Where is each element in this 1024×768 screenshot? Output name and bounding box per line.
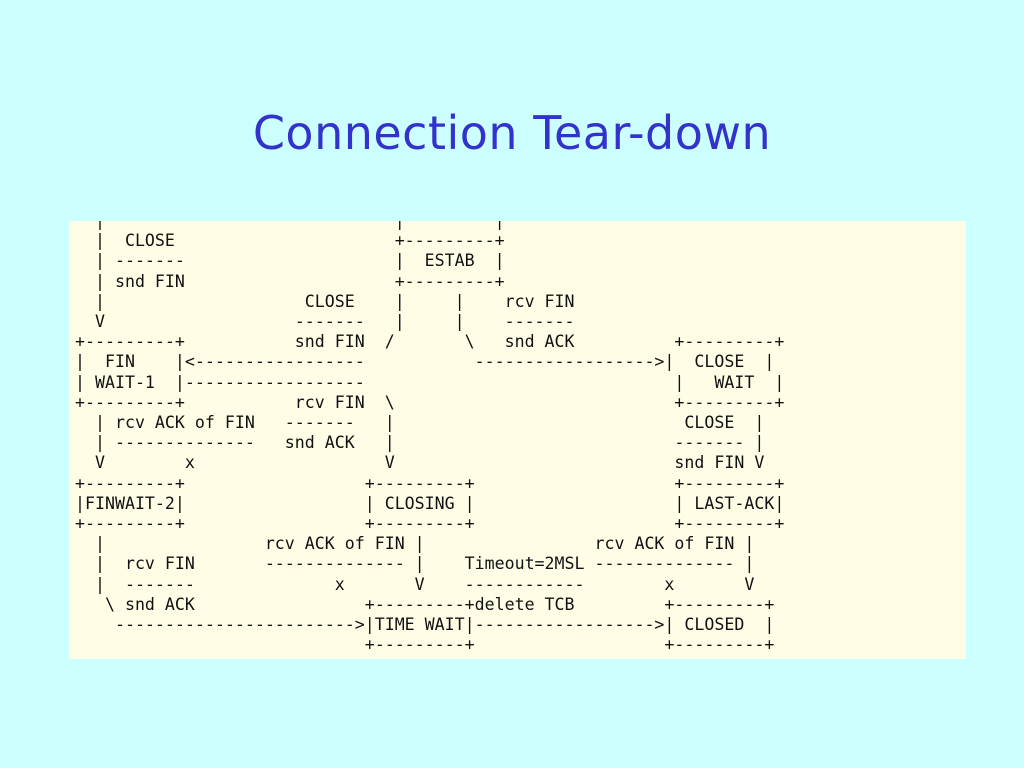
diagram-line: V ------- | | ------- — [75, 312, 575, 332]
tcp-state-diagram: | | | | CLOSE +---------+ | ------- | ES… — [69, 221, 966, 659]
diagram-line: | | | — [75, 221, 505, 230]
diagram-line: \ snd ACK +---------+delete TCB +-------… — [75, 594, 775, 614]
diagram-line: | WAIT-1 |------------------ | WAIT | — [75, 372, 785, 392]
diagram-line: +---------+ +---------+ +---------+ — [75, 473, 785, 493]
diagram-line: | CLOSE +---------+ — [75, 231, 505, 251]
diagram-line: | rcv ACK of FIN ------- | CLOSE | — [75, 413, 765, 433]
diagram-line: | rcv ACK of FIN | rcv ACK of FIN | — [75, 534, 755, 554]
diagram-line: +---------+ snd FIN / \ snd ACK +-------… — [75, 332, 785, 352]
diagram-line: | CLOSE | | rcv FIN — [75, 291, 575, 311]
diagram-line: | snd FIN +---------+ — [75, 271, 505, 291]
diagram-line: +---------+ +---------+ +---------+ — [75, 514, 785, 534]
diagram-line: ------------------------>|TIME WAIT|----… — [75, 615, 775, 635]
diagram-line: |FINWAIT-2| | CLOSING | | LAST-ACK| — [75, 493, 785, 513]
diagram-line: | -------------- snd ACK | ------- | — [75, 433, 765, 453]
diagram-line: | ------- x V ------------ x V — [75, 574, 755, 594]
diagram-line: +---------+ +---------+ — [75, 635, 775, 655]
ascii-state-diagram: | | | | CLOSE +---------+ | ------- | ES… — [75, 221, 784, 655]
diagram-line: V x V snd FIN V — [75, 453, 765, 473]
diagram-line: | ------- | ESTAB | — [75, 251, 505, 271]
diagram-line: +---------+ rcv FIN \ +---------+ — [75, 392, 785, 412]
diagram-line: | rcv FIN -------------- | Timeout=2MSL … — [75, 554, 755, 574]
slide-title: Connection Tear-down — [252, 106, 772, 160]
diagram-line: | FIN |<----------------- --------------… — [75, 352, 775, 372]
